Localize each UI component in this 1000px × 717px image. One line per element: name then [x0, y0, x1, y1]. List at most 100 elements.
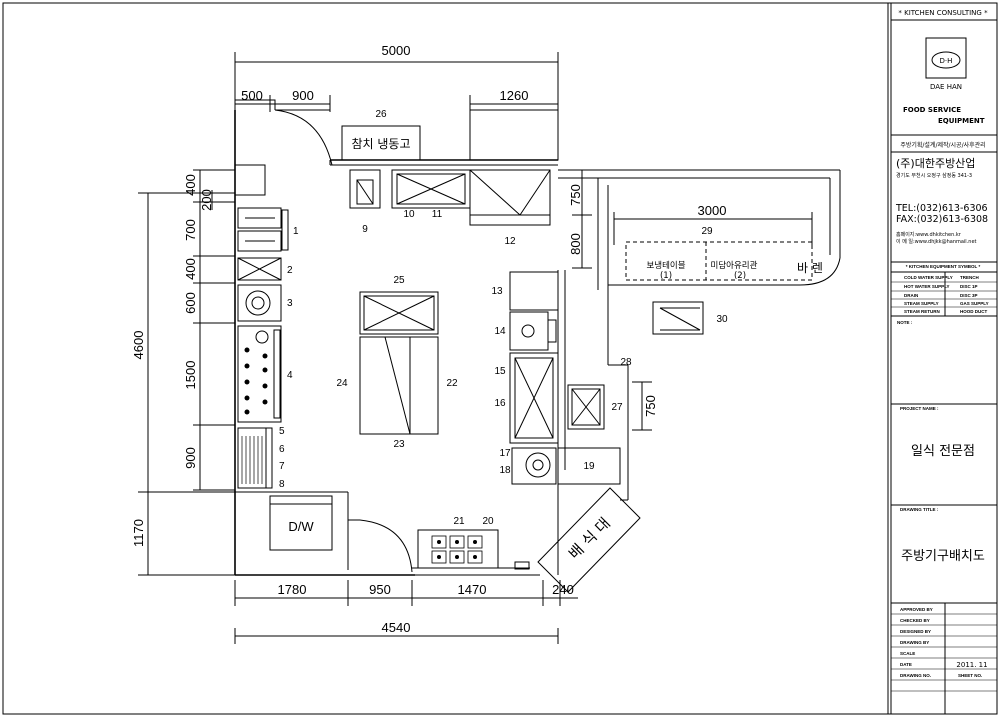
svg-text:참치 냉동고: 참치 냉동고 — [351, 137, 410, 151]
left-dimension-4600: 4600 — [131, 192, 235, 493]
top-dimension-1260: 1260 — [469, 88, 558, 112]
serving-counter: 배 식 대 — [537, 487, 641, 593]
svg-text:DRAWING TITLE :: DRAWING TITLE : — [900, 507, 939, 512]
svg-text:DRAIN: DRAIN — [904, 293, 918, 298]
sink-27: 27 28 — [567, 357, 632, 430]
svg-text:15: 15 — [494, 366, 506, 377]
dim-750: 750 — [568, 184, 583, 206]
svg-text:배 식 대: 배 식 대 — [565, 514, 614, 563]
left-dimension-1170: 1170 — [131, 492, 235, 576]
svg-text:DRAWING NO.: DRAWING NO. — [900, 673, 931, 678]
range-4: 4 — [237, 325, 293, 423]
svg-text:4: 4 — [287, 370, 293, 381]
dim-4600: 4600 — [131, 331, 146, 360]
svg-text:이 메 일:www.dhjkk@hanmail.net: 이 메 일:www.dhjkk@hanmail.net — [896, 238, 977, 245]
svg-text:TRENCH: TRENCH — [960, 275, 979, 280]
left-dimension-chain: 400 200 700 400 600 1500 900 — [183, 169, 235, 491]
svg-text:11: 11 — [432, 209, 443, 220]
side-dimension-750: 750 — [632, 381, 658, 431]
svg-text:D/W: D/W — [288, 519, 314, 534]
svg-text:2: 2 — [287, 265, 293, 276]
svg-text:미담아유리관: 미담아유리관 — [711, 260, 758, 271]
svg-text:9: 9 — [362, 224, 368, 235]
svg-text:PROJECT NAME :: PROJECT NAME : — [900, 406, 939, 411]
svg-text:30: 30 — [716, 314, 728, 325]
dim-left-700: 700 — [183, 219, 198, 241]
svg-text:6: 6 — [279, 444, 285, 455]
refrigerator-1: 1 — [237, 207, 299, 252]
svg-text:APPROVED BY: APPROVED BY — [900, 607, 933, 612]
svg-text:28: 28 — [620, 357, 632, 368]
svg-text:10: 10 — [403, 209, 415, 220]
bottom-dimension-4540: 4540 — [234, 620, 559, 644]
svg-text:29: 29 — [701, 226, 713, 237]
burner-20-21: 21 20 — [417, 516, 499, 569]
svg-text:DRAWING BY: DRAWING BY — [900, 640, 929, 645]
dim-left-200: 200 — [199, 189, 214, 211]
svg-text:D·H: D·H — [940, 57, 953, 65]
dim-240: 240 — [552, 582, 574, 597]
dim-800: 800 — [568, 233, 583, 255]
svg-text:COLD WATER SUPPLY: COLD WATER SUPPLY — [904, 275, 953, 280]
right-dimension-750-800: 750 800 — [568, 169, 592, 269]
svg-text:16: 16 — [494, 398, 506, 409]
burner-3: 3 — [237, 284, 293, 322]
table-2: 2 — [237, 257, 293, 281]
svg-text:STEAM SUPPLY: STEAM SUPPLY — [904, 301, 939, 306]
svg-text:20: 20 — [482, 516, 494, 527]
svg-text:27: 27 — [611, 402, 623, 413]
svg-text:22: 22 — [446, 378, 458, 389]
dim-1260: 1260 — [500, 88, 529, 103]
svg-text:3: 3 — [287, 298, 293, 309]
dh-logo — [925, 37, 967, 79]
svg-text:25: 25 — [393, 275, 405, 286]
svg-text:NOTE :: NOTE : — [897, 320, 913, 325]
svg-text:FAX:(032)613-6308: FAX:(032)613-6308 — [896, 214, 988, 225]
dim-900: 900 — [292, 88, 314, 103]
svg-text:EQUIPMENT: EQUIPMENT — [938, 117, 985, 125]
dim-left-1500: 1500 — [183, 361, 198, 390]
island-22-25: 25 24 22 23 — [336, 275, 458, 450]
sink-9: 9 — [349, 169, 381, 235]
svg-text:TEL:(032)613-6306: TEL:(032)613-6306 — [895, 203, 988, 214]
cart-30: 30 — [652, 301, 728, 335]
svg-text:DATE: DATE — [900, 662, 912, 667]
dim-3000: 3000 — [698, 203, 727, 218]
dim-left-400: 400 — [183, 174, 198, 196]
dim-1470: 1470 — [458, 582, 487, 597]
svg-text:1: 1 — [293, 226, 299, 237]
drawing-title: 주방기구배치도 — [901, 549, 985, 564]
dim-left-600: 600 — [183, 292, 198, 314]
svg-text:17: 17 — [499, 448, 511, 459]
line-13-16: 13 14 15 16 — [491, 271, 559, 444]
svg-text:SCALE: SCALE — [900, 651, 915, 656]
burner-17-18: 17 18 — [499, 447, 557, 485]
dim-500: 500 — [241, 88, 263, 103]
svg-text:보냉테이블: 보냉테이블 — [646, 260, 685, 271]
legend-rows: COLD WATER SUPPLY TRENCH HOT WATER SUPPL… — [891, 275, 997, 314]
dim-1170: 1170 — [131, 519, 146, 547]
table-19: 19 — [557, 447, 621, 485]
svg-text:SHEET NO.: SHEET NO. — [958, 673, 982, 678]
svg-text:26: 26 — [375, 109, 387, 120]
svg-text:CHECKED BY: CHECKED BY — [900, 618, 930, 623]
svg-text:7: 7 — [279, 461, 285, 472]
bottom-dimension-chain: 1780 950 1470 240 — [234, 580, 578, 606]
project-name: 일식 전문점 — [911, 444, 975, 459]
svg-text:12: 12 — [504, 236, 516, 247]
walls — [234, 99, 841, 576]
dim-4540: 4540 — [382, 620, 411, 635]
dim-5000: 5000 — [382, 43, 411, 58]
svg-text:DISC 3P: DISC 3P — [960, 293, 978, 298]
dishwasher: D/W — [269, 495, 333, 551]
svg-text:FOOD SERVICE: FOOD SERVICE — [903, 106, 961, 114]
svg-text:DISC 1P: DISC 1P — [960, 284, 978, 289]
small-box — [514, 561, 530, 570]
svg-text:주방기획/설계/제작/시공/사후관리: 주방기획/설계/제작/시공/사후관리 — [900, 141, 985, 149]
svg-text:DAE HAN: DAE HAN — [930, 83, 962, 91]
dim-950: 950 — [369, 582, 391, 597]
svg-text:(1): (1) — [660, 271, 672, 281]
svg-text:HOT WATER SUPPLY: HOT WATER SUPPLY — [904, 284, 950, 289]
